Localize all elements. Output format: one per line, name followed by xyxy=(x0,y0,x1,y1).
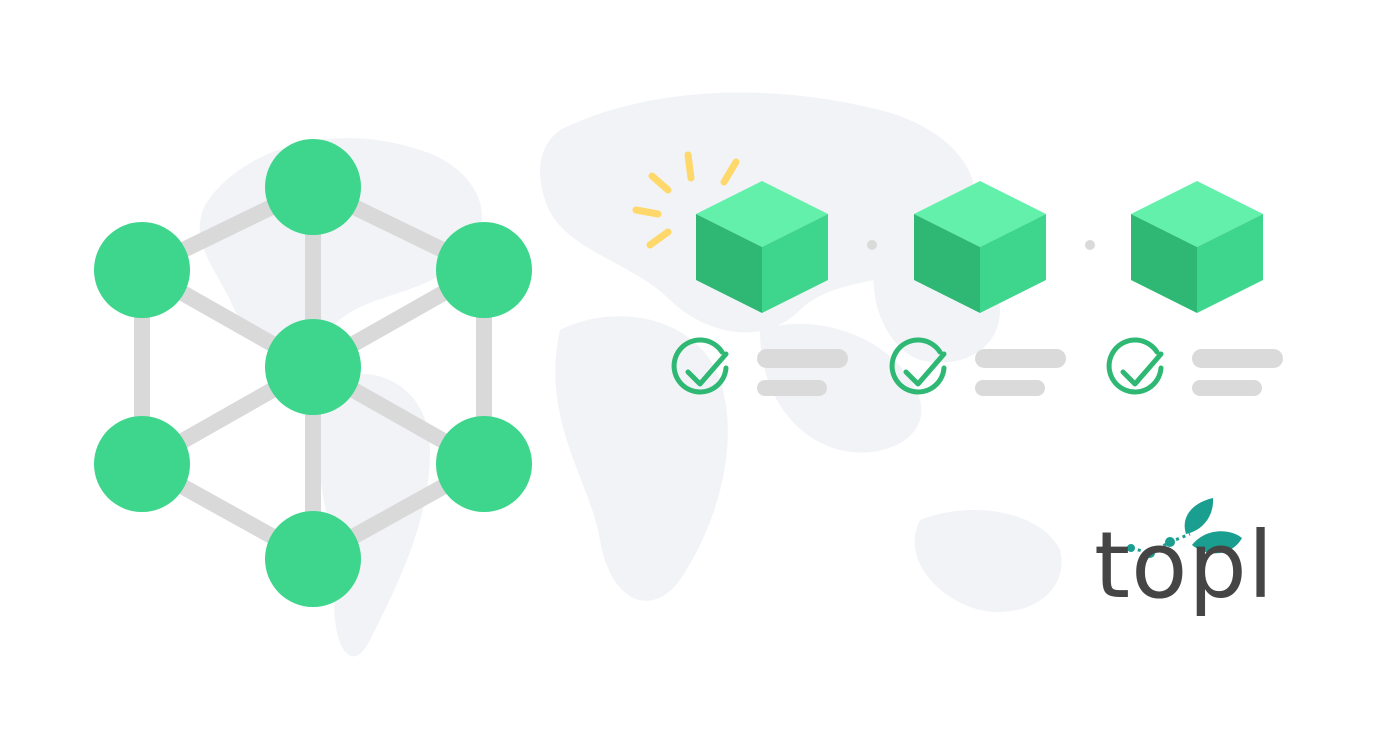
network-nodes xyxy=(94,139,532,607)
logo-leaf-lower xyxy=(1192,531,1242,554)
block-chain xyxy=(671,181,1283,396)
block-3 xyxy=(1106,181,1283,396)
brand-logo-text: topl xyxy=(1094,512,1275,619)
sparkle-ray xyxy=(684,151,695,182)
logo-dot xyxy=(1127,544,1135,552)
network-node-lower-right xyxy=(436,416,532,512)
cube-left-face xyxy=(1131,214,1197,313)
chain-link-dot xyxy=(1085,240,1095,250)
continent-shape xyxy=(914,510,1062,612)
chain-link-dot xyxy=(867,240,877,250)
network-node-lower-left xyxy=(94,416,190,512)
placeholder-line-long xyxy=(975,349,1066,368)
sparkle-ray xyxy=(646,228,672,249)
check-circle-icon xyxy=(1106,337,1164,395)
check-circle-icon xyxy=(889,337,947,395)
block-2 xyxy=(889,181,1066,396)
sparkle-ray xyxy=(720,158,740,186)
network-node-upper-right xyxy=(436,222,532,318)
logo-leaf-upper xyxy=(1184,498,1214,534)
logo-dot xyxy=(1165,537,1175,547)
check-mark-icon xyxy=(685,351,729,387)
block-1 xyxy=(671,181,848,396)
sparkle-icon xyxy=(632,151,740,249)
sparkle-ray xyxy=(632,206,662,218)
network-node-top xyxy=(265,139,361,235)
cube-right-face xyxy=(1197,214,1263,313)
placeholder-line-short xyxy=(1192,380,1262,396)
placeholder-line-short xyxy=(975,380,1045,396)
check-circle-icon xyxy=(671,337,729,395)
placeholder-line-long xyxy=(757,349,848,368)
network-node-bottom xyxy=(265,511,361,607)
check-mark-icon xyxy=(1120,351,1164,387)
check-mark-icon xyxy=(903,351,947,387)
cube-left-face xyxy=(914,214,980,313)
network-node-upper-left xyxy=(94,222,190,318)
placeholder-line-short xyxy=(757,380,827,396)
logo-dot xyxy=(1145,548,1155,558)
cube-left-face xyxy=(696,214,762,313)
cube-right-face xyxy=(980,214,1046,313)
topl-leaf-logo-icon xyxy=(1127,498,1242,558)
network-node-center xyxy=(265,319,361,415)
cube-right-face xyxy=(762,214,828,313)
sparkle-ray xyxy=(648,172,672,194)
logo-vine xyxy=(1130,532,1191,555)
continent-shape xyxy=(555,316,728,601)
placeholder-line-long xyxy=(1192,349,1283,368)
